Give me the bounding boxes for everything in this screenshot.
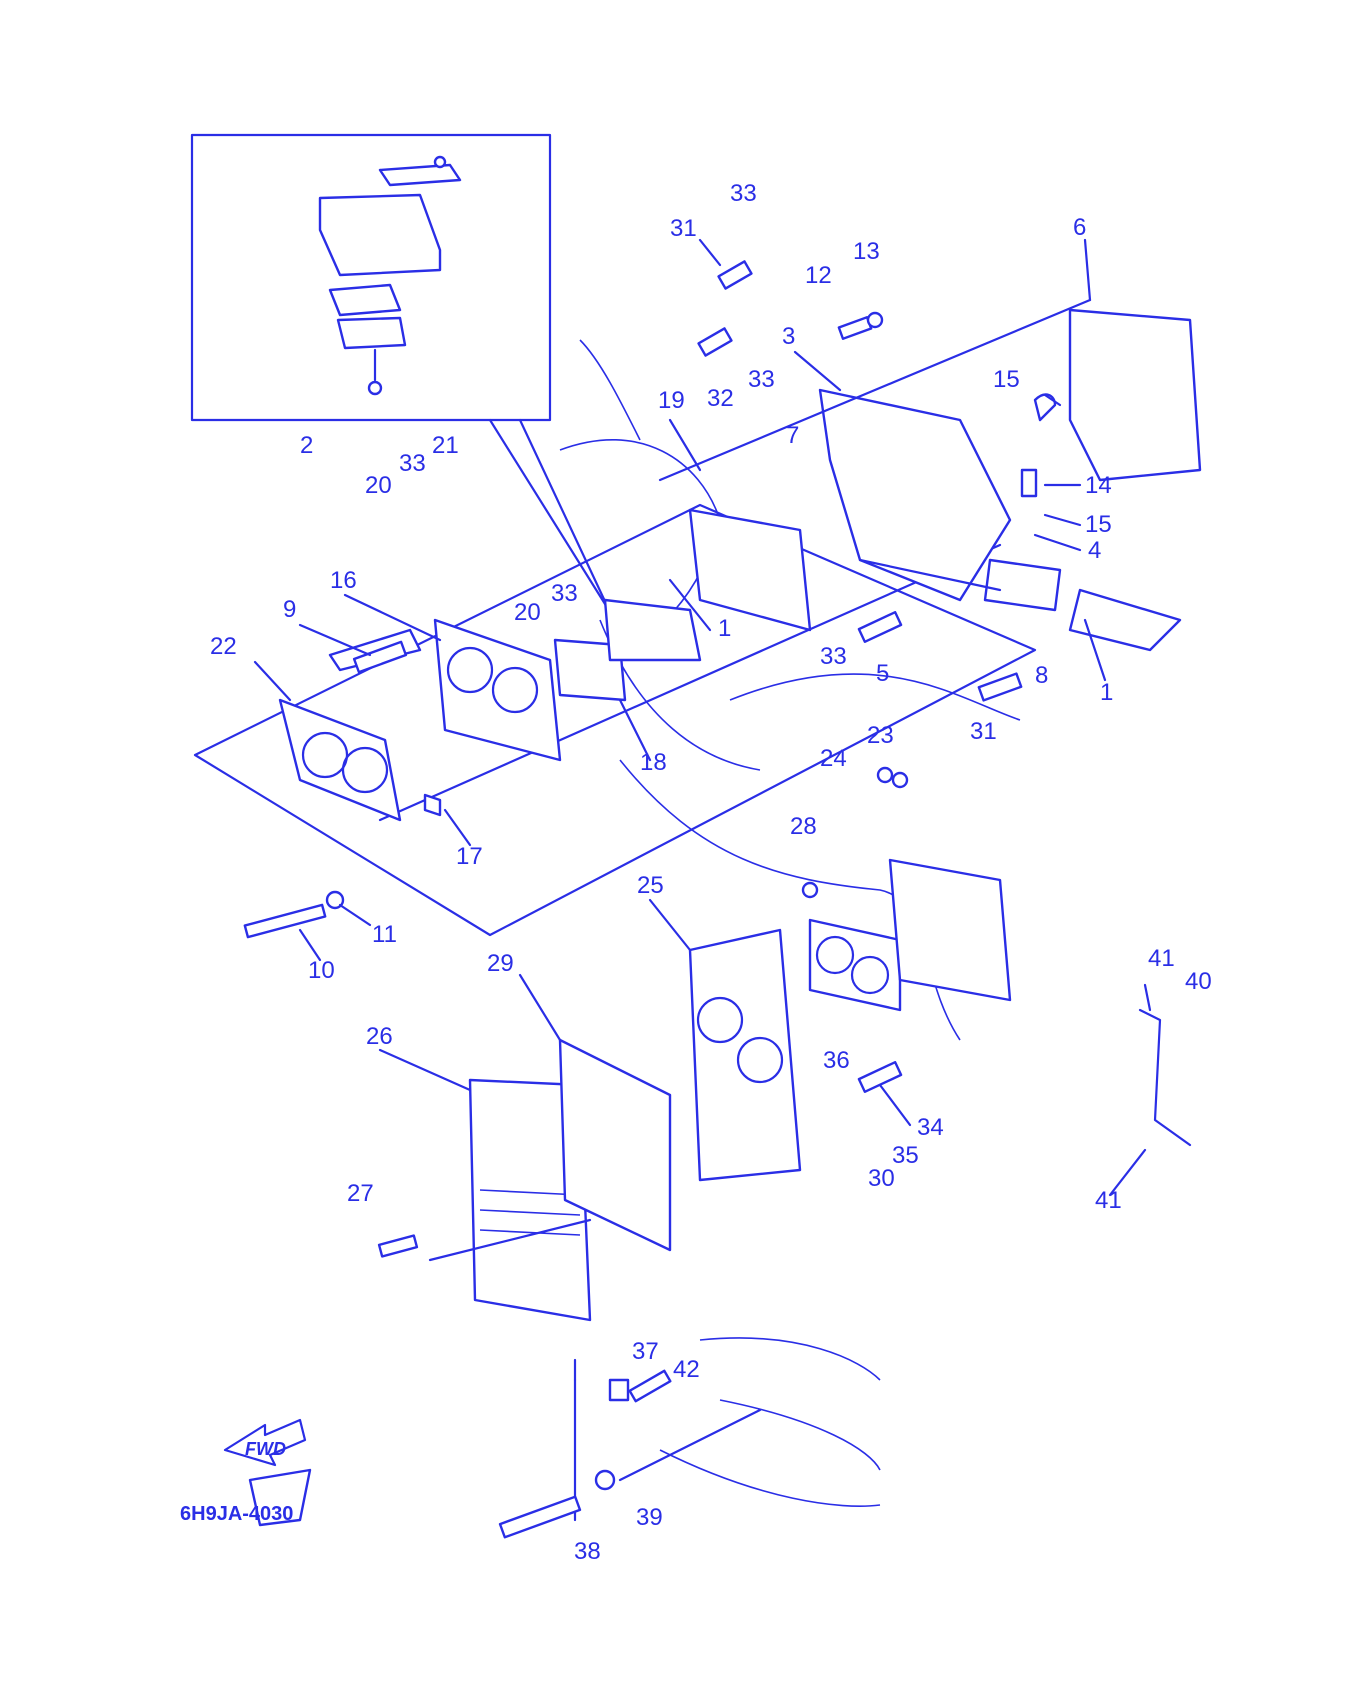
- part-label: 24: [820, 745, 847, 772]
- part-label: 3: [782, 323, 795, 350]
- part-labels: 1 1 2 3 4 5 6 7 8 9 10 11 12 13 14 15 15…: [210, 180, 1212, 1565]
- part-label: 22: [210, 633, 237, 660]
- part-label: 8: [1035, 662, 1048, 689]
- part-label: 35: [892, 1142, 919, 1169]
- part-label: 20: [365, 472, 392, 499]
- part-label: 41: [1148, 945, 1175, 972]
- intake-manifold-group: [193, 503, 1037, 937]
- part-label: 31: [670, 215, 697, 242]
- part-label: 15: [993, 366, 1020, 393]
- fwd-label: FWD: [245, 1439, 286, 1459]
- part-label: 40: [1185, 968, 1212, 995]
- part-label: 9: [283, 596, 296, 623]
- part-label: 11: [372, 921, 397, 948]
- part-label: 33: [820, 643, 847, 670]
- part-label: 39: [636, 1504, 663, 1531]
- part-label: 28: [790, 813, 817, 840]
- part-label: 12: [805, 262, 832, 289]
- part-label: 30: [868, 1165, 895, 1192]
- part-label: 41: [1095, 1187, 1122, 1214]
- part-label: 36: [823, 1047, 850, 1074]
- part-label: 26: [366, 1023, 393, 1050]
- part-label: 15: [1085, 511, 1112, 538]
- upper-right-plates: [658, 298, 1202, 652]
- part-label: 20: [514, 599, 541, 626]
- part-label: 37: [632, 1338, 659, 1365]
- part-label: 38: [574, 1538, 601, 1565]
- part-label: 21: [432, 432, 459, 459]
- part-label: 33: [730, 180, 757, 207]
- part-label: 33: [551, 580, 578, 607]
- part-label: 33: [399, 450, 426, 477]
- part-label: 5: [876, 660, 889, 687]
- part-label: 1: [718, 615, 731, 642]
- part-label: 18: [640, 749, 667, 776]
- part-label: 34: [917, 1114, 944, 1141]
- part-label: 10: [308, 957, 335, 984]
- part-label: 33: [748, 366, 775, 393]
- part-label: 27: [347, 1180, 374, 1207]
- part-label: 6: [1073, 214, 1086, 241]
- part-label: 13: [853, 238, 880, 265]
- diagram-code: 6H9JA-4030: [180, 1503, 293, 1525]
- fwd-arrow-icon: FWD: [223, 1418, 307, 1467]
- part-label: 29: [487, 950, 514, 977]
- part-label: 19: [658, 387, 685, 414]
- hardware: [243, 260, 1192, 1539]
- part-label: 7: [786, 422, 799, 449]
- part-label: 25: [637, 872, 664, 899]
- reed-valve-inset: [190, 133, 612, 614]
- part-label: 17: [456, 843, 483, 870]
- part-label: 4: [1088, 537, 1101, 564]
- part-label: 2: [300, 432, 313, 459]
- part-label: 42: [673, 1356, 700, 1383]
- part-label: 1: [1100, 679, 1113, 706]
- part-label: 16: [330, 567, 357, 594]
- part-label: 23: [867, 722, 894, 749]
- lower-silencer-group: [248, 858, 1012, 1527]
- part-label: 14: [1085, 472, 1112, 499]
- leader-lines: [253, 238, 1152, 1382]
- part-label: 31: [970, 718, 997, 745]
- part-label: 32: [707, 385, 734, 412]
